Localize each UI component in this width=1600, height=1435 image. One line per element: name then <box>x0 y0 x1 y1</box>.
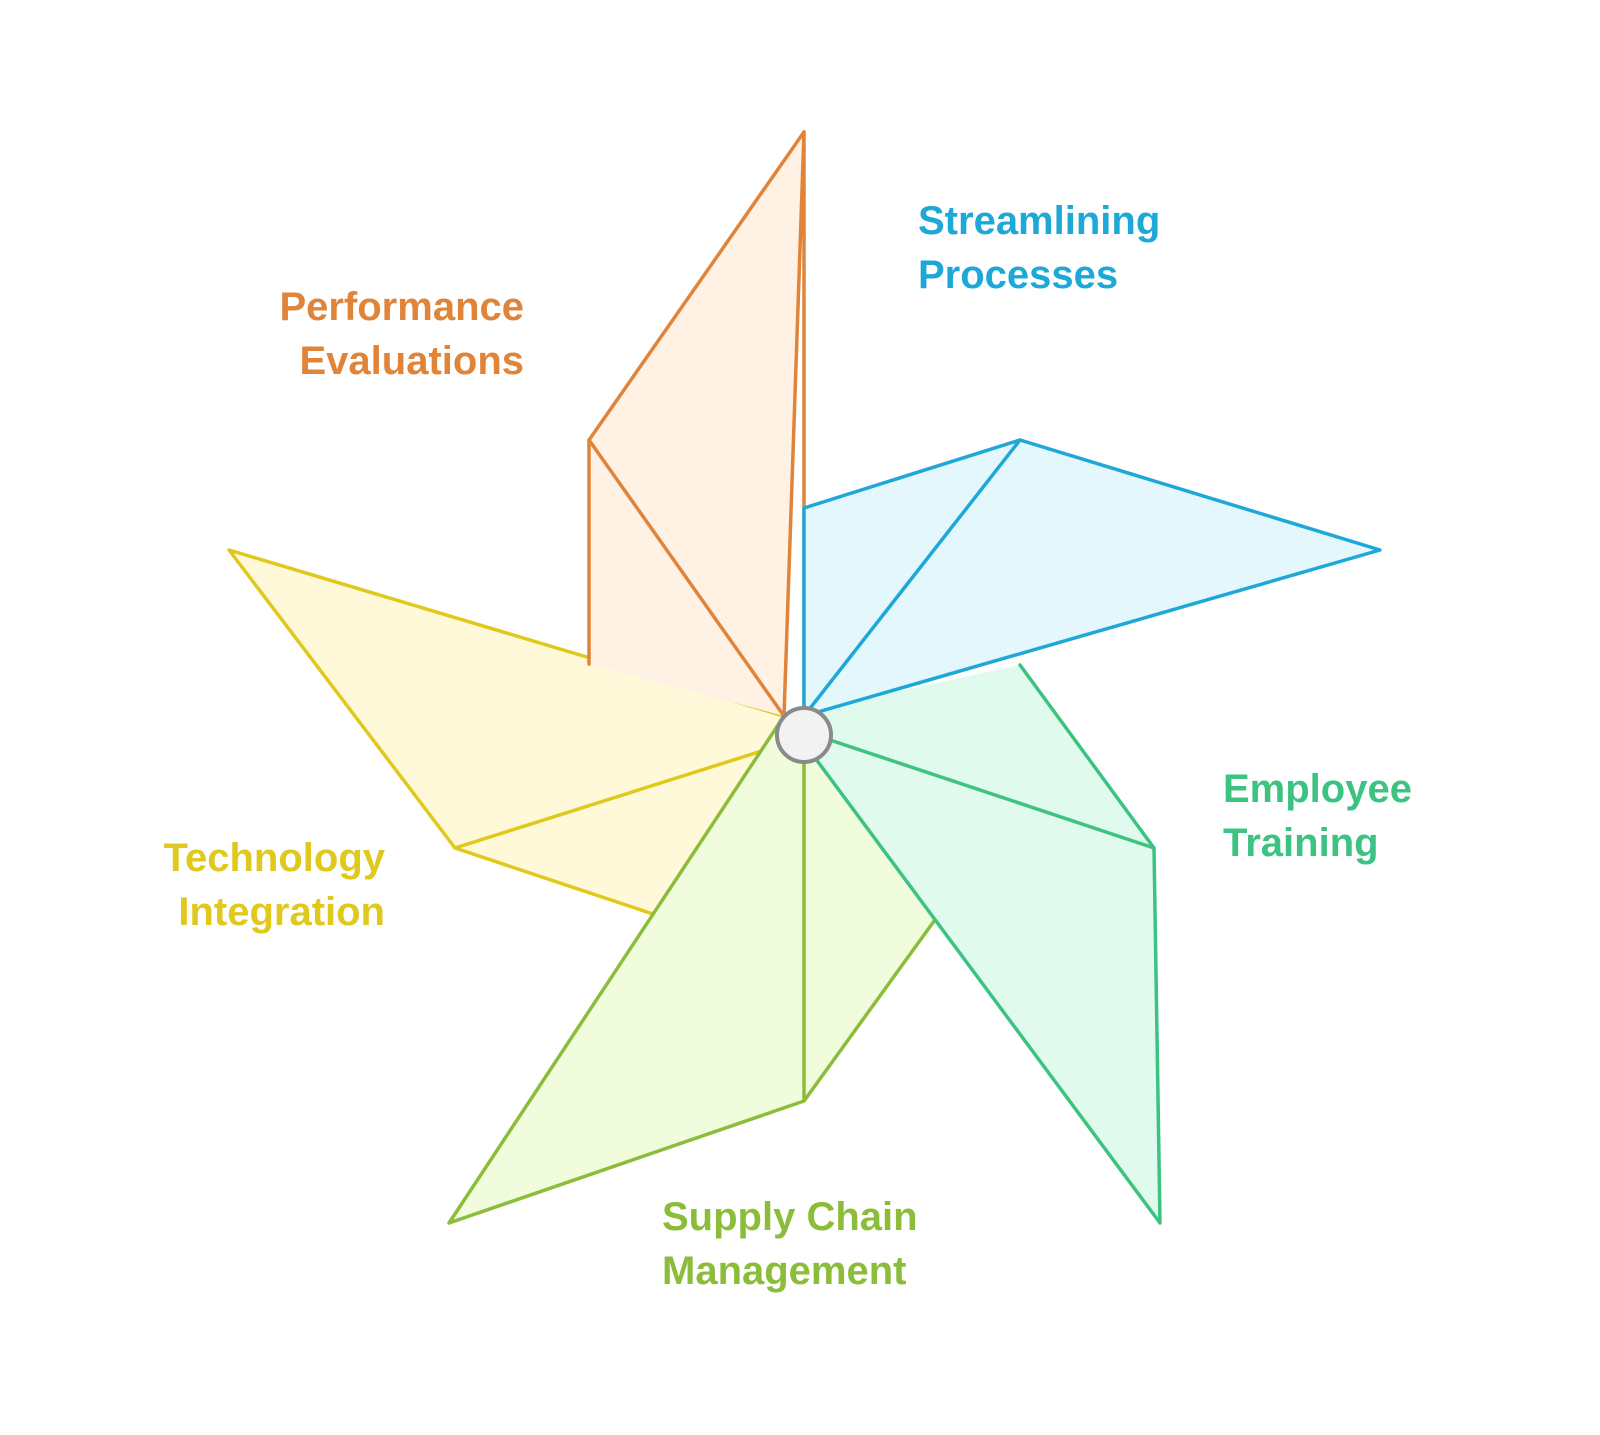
label-technology-integration: Technology Integration <box>164 831 385 939</box>
label-line: Management <box>662 1249 907 1293</box>
blade-technology-integration <box>227 548 786 921</box>
blade-supply-chain-management <box>447 714 939 1225</box>
label-streamlining-processes: Streamlining Processes <box>918 194 1160 302</box>
label-performance-evaluations: Performance Evaluations <box>279 280 524 388</box>
label-line: Integration <box>178 890 385 934</box>
label-line: Technology <box>163 836 385 880</box>
label-employee-training: Employee Training <box>1223 762 1412 870</box>
label-line: Evaluations <box>299 339 524 383</box>
hub-circle <box>775 706 833 764</box>
blade-employee-training <box>782 663 1162 1225</box>
label-line: Processes <box>918 253 1119 297</box>
label-line: Supply Chain <box>662 1195 918 1239</box>
blade-streamlining-processes <box>802 438 1382 718</box>
label-line: Streamlining <box>918 199 1161 243</box>
label-supply-chain-management: Supply Chain Management <box>662 1190 918 1298</box>
label-line: Performance <box>279 285 524 329</box>
blade-performance-evaluations <box>587 130 806 718</box>
label-line: Training <box>1223 821 1379 865</box>
label-line: Employee <box>1223 767 1412 811</box>
